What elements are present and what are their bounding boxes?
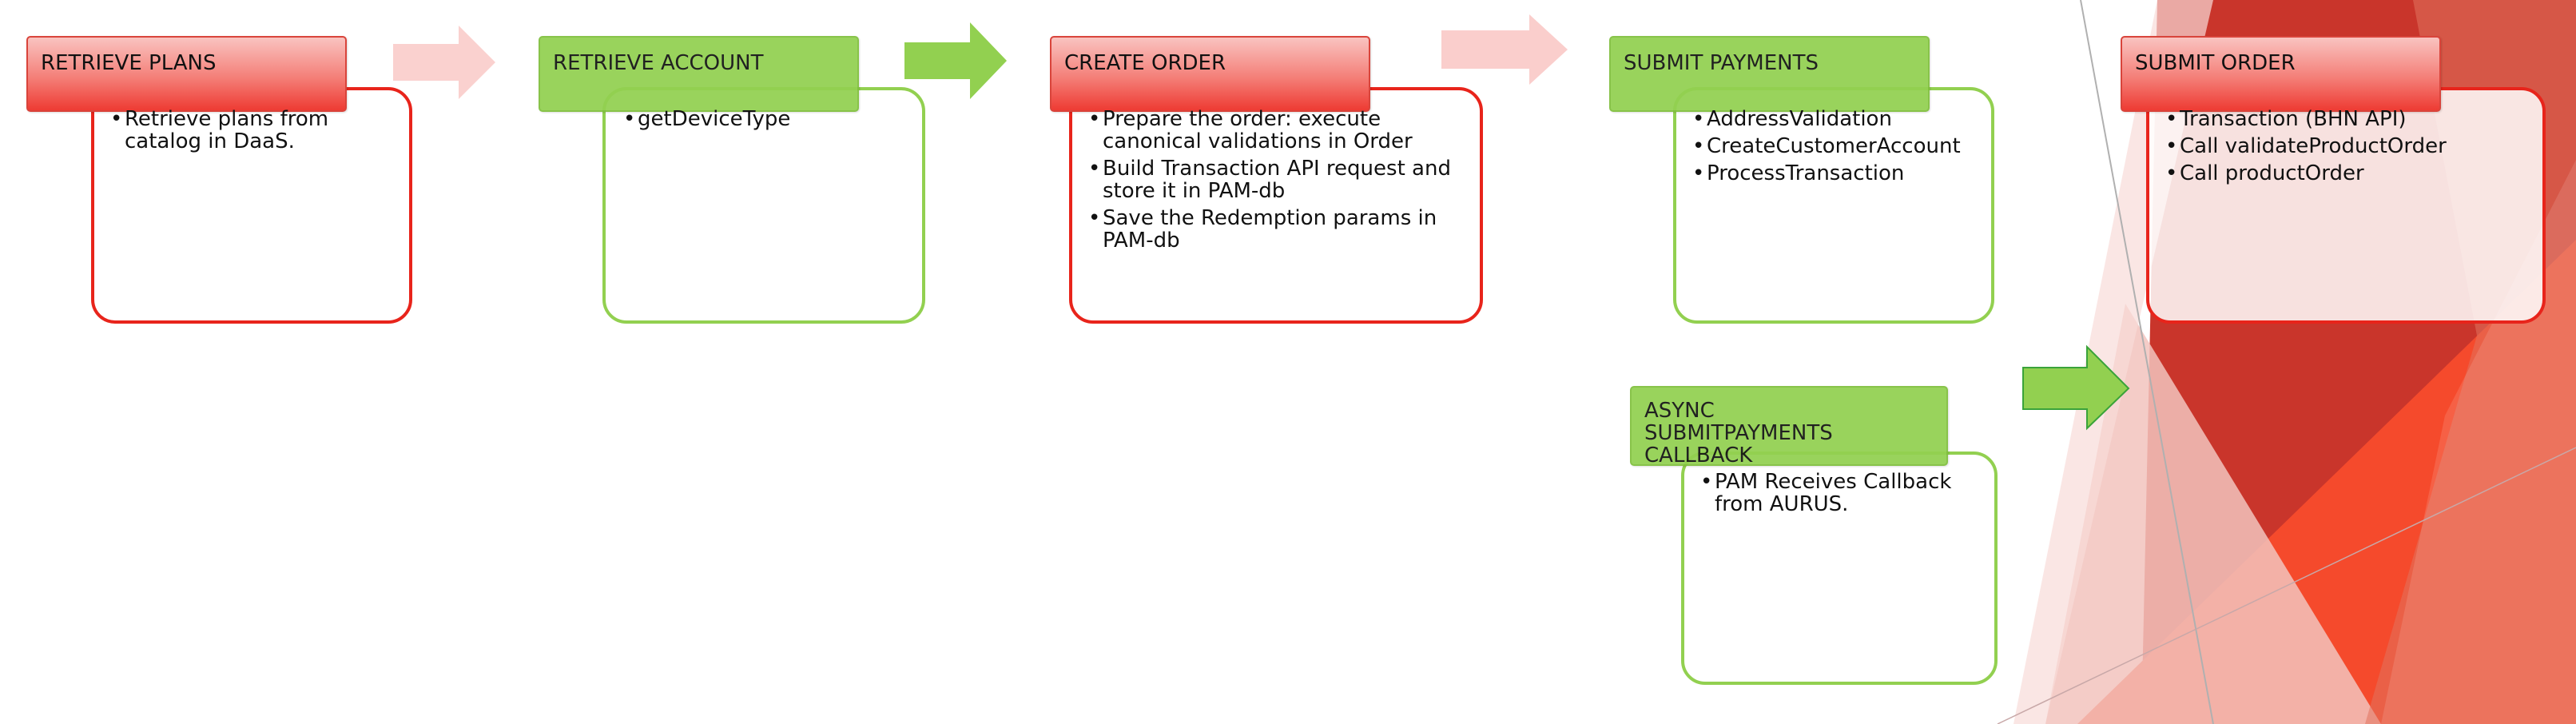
stage-title: ASYNC SUBMITPAYMENTS CALLBACK [1644,399,1833,467]
bg-shape-light-pink [2045,304,2381,724]
list-item: Call productOrder [2165,162,2533,185]
stage-title: SUBMIT ORDER [2135,50,2296,75]
list-item: ProcessTransaction [1692,162,1980,185]
stage-title: CREATE ORDER [1064,50,1226,75]
list-item: Save the Redemption params in PAM-db [1088,207,1456,252]
list-item: getDeviceType [623,108,899,130]
arrow-right-icon [2022,344,2130,431]
arrow-right-icon [1441,14,1568,85]
stage-title: SUBMIT PAYMENTS [1624,50,1819,75]
arrow-right-icon [393,26,495,99]
stage-items: PAM Receives Callback from AURUS. [1700,471,1976,520]
stage-header: SUBMIT ORDER [2121,36,2441,112]
list-item: Call validateProductOrder [2165,135,2533,157]
stage-items: Retrieve plans from catalog in DaaS. [110,108,386,157]
bg-line-2 [1997,447,2576,724]
list-item: Build Transaction API request and store … [1088,157,1456,202]
stage-items: Prepare the order: execute canonical val… [1088,108,1456,257]
list-item: Retrieve plans from catalog in DaaS. [110,108,386,153]
bg-line-1 [2080,0,2214,724]
list-item: CreateCustomerAccount [1692,135,1980,157]
stage-items: AddressValidation CreateCustomerAccount … [1692,108,1980,189]
stage-items: getDeviceType [623,108,899,135]
stage-header: SUBMIT PAYMENTS [1609,36,1930,112]
stage-title: RETRIEVE PLANS [41,50,217,75]
stage-header: ASYNC SUBMITPAYMENTS CALLBACK [1630,386,1948,467]
list-item: PAM Receives Callback from AURUS. [1700,471,1976,515]
arrow-right-icon [904,22,1007,99]
list-item: AddressValidation [1692,108,1980,130]
list-item: Transaction (BHN API) [2165,108,2533,130]
stage-title: RETRIEVE ACCOUNT [553,50,764,75]
stage-header: CREATE ORDER [1050,36,1370,112]
stage-header: RETRIEVE ACCOUNT [539,36,859,112]
stage-items: Transaction (BHN API) Call validateProdu… [2165,108,2533,189]
list-item: Prepare the order: execute canonical val… [1088,108,1456,153]
stage-header: RETRIEVE PLANS [26,36,347,112]
